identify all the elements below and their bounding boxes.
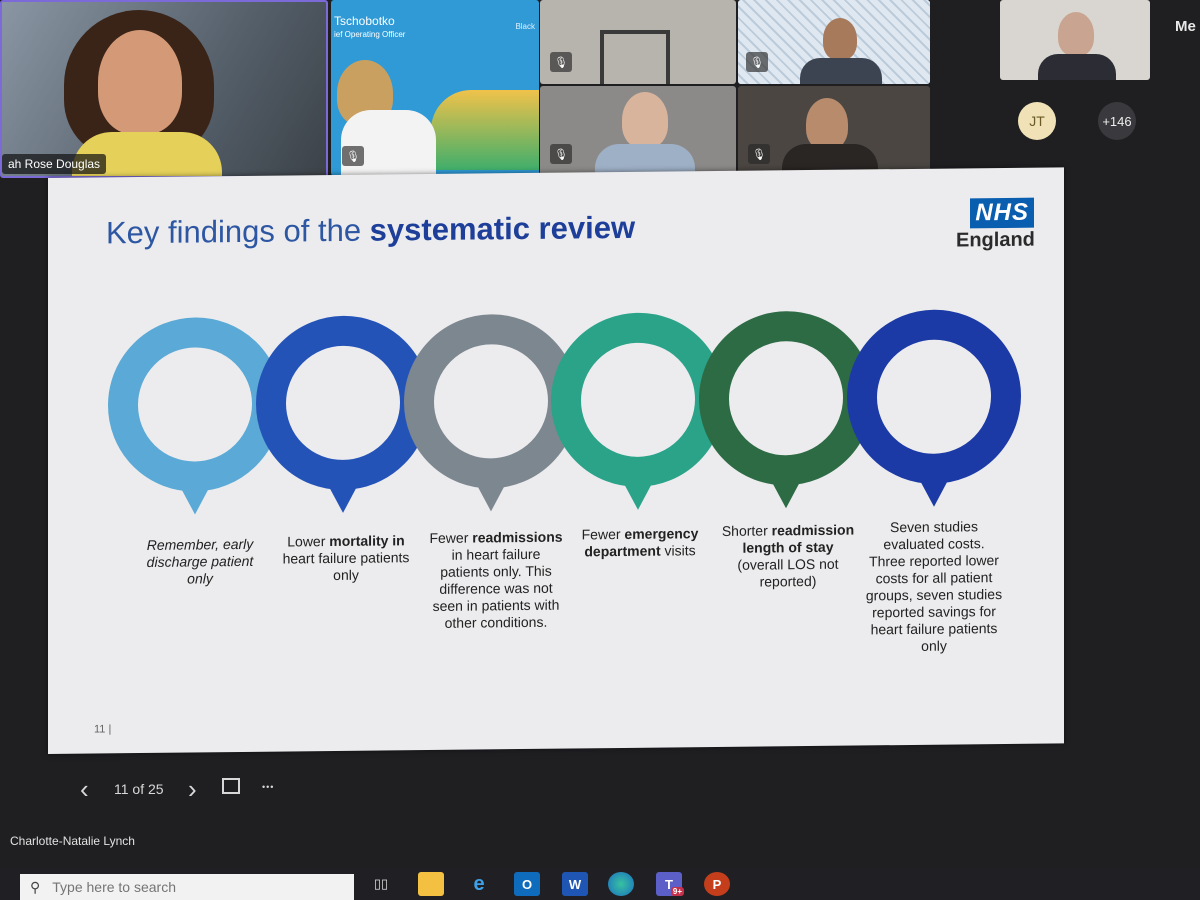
internet-explorer-icon[interactable]: e bbox=[473, 872, 485, 895]
participant-7-head bbox=[1058, 12, 1094, 56]
participant-3-doorframe bbox=[600, 30, 670, 84]
overflow-count: +146 bbox=[1102, 113, 1132, 129]
side-panel-label[interactable]: Me bbox=[1175, 18, 1196, 35]
outlook-icon[interactable]: O bbox=[514, 872, 540, 896]
finding-3-post: in heart failure patients only. This dif… bbox=[432, 545, 560, 631]
task-view-icon[interactable]: ▯▯ bbox=[373, 876, 389, 891]
finding-3: Fewer readmissions in heart failure pati… bbox=[428, 529, 564, 632]
ring-pointer bbox=[918, 476, 950, 507]
ring-pointer bbox=[770, 478, 802, 509]
participant-2-badge: Black bbox=[515, 22, 535, 31]
finding-ring-3 bbox=[404, 314, 578, 512]
finding-3-bold: readmissions bbox=[472, 528, 563, 546]
ring-circle bbox=[551, 312, 725, 487]
participant-tile-4[interactable]: 🎙 bbox=[738, 0, 930, 84]
finding-2: Lower mortality in heart failure patient… bbox=[278, 532, 414, 584]
finding-1: Remember, early discharge patient only bbox=[130, 536, 270, 588]
participant-4-body bbox=[800, 58, 882, 84]
previous-slide-button[interactable]: ‹ bbox=[80, 774, 89, 804]
finding-ring-6 bbox=[847, 309, 1021, 507]
search-icon: ⚲ bbox=[30, 878, 41, 895]
finding-2-post: heart failure patients only bbox=[282, 549, 410, 584]
taskbar-search-box[interactable]: ⚲ bbox=[20, 874, 354, 900]
avatar-jt[interactable]: JT bbox=[1018, 102, 1056, 140]
participant-tile-6[interactable]: 🎙 bbox=[738, 86, 930, 176]
participant-2-landscape bbox=[431, 90, 539, 170]
muted-mic-icon: 🎙 bbox=[748, 144, 770, 164]
ring-pointer bbox=[622, 479, 654, 510]
more-options-button[interactable]: ••• bbox=[262, 782, 275, 792]
finding-4-pre: Fewer bbox=[581, 525, 625, 543]
participant-2-role: ief Operating Officer bbox=[334, 30, 406, 39]
presenter-face bbox=[98, 30, 182, 134]
finding-3-pre: Fewer bbox=[429, 529, 473, 547]
muted-mic-icon: 🎙 bbox=[550, 52, 572, 72]
findings-rings bbox=[108, 309, 1021, 515]
finding-6-text: Seven studies evaluated costs. Three rep… bbox=[865, 518, 1003, 654]
finding-ring-1 bbox=[108, 317, 282, 515]
finding-ring-5 bbox=[699, 311, 873, 509]
grid-view-icon[interactable] bbox=[222, 778, 240, 794]
teams-notification-badge: 9+ bbox=[670, 887, 684, 896]
muted-mic-icon: 🎙 bbox=[342, 146, 364, 166]
finding-1-line-2: discharge patient bbox=[146, 552, 254, 570]
presenter-video-tile[interactable]: ah Rose Douglas bbox=[0, 0, 328, 178]
finding-5-pre: Shorter bbox=[721, 522, 772, 539]
more-participants-button[interactable]: +146 bbox=[1098, 102, 1136, 140]
ring-circle bbox=[256, 315, 430, 490]
participant-tile-5[interactable]: 🎙 bbox=[540, 86, 736, 176]
ring-circle bbox=[404, 314, 578, 489]
participant-tile-2[interactable]: Tschobotko ief Operating Officer Black 🎙 bbox=[331, 0, 539, 176]
edge-icon[interactable] bbox=[608, 872, 634, 896]
participant-2-body bbox=[341, 110, 436, 176]
ring-pointer bbox=[327, 482, 359, 513]
slide-number-text: 11 bbox=[94, 723, 106, 736]
avatar-initials: JT bbox=[1029, 113, 1045, 129]
finding-4-post: visits bbox=[660, 542, 696, 559]
word-icon[interactable]: W bbox=[562, 872, 588, 896]
finding-ring-4 bbox=[551, 312, 725, 510]
search-input[interactable] bbox=[50, 878, 315, 896]
presentation-slide: Key findings of the systematic review NH… bbox=[48, 167, 1064, 754]
participant-4-head bbox=[823, 18, 857, 60]
participant-tile-3[interactable]: 🎙 bbox=[540, 0, 736, 84]
ring-circle bbox=[699, 311, 873, 486]
muted-mic-icon: 🎙 bbox=[746, 52, 768, 72]
finding-1-line-3: only bbox=[187, 570, 213, 587]
ring-pointer bbox=[475, 481, 507, 512]
ring-pointer bbox=[179, 484, 211, 515]
ring-circle bbox=[847, 309, 1021, 484]
finding-5: Shorter readmission length of stay (over… bbox=[720, 522, 856, 591]
current-user-name: Charlotte-Natalie Lynch bbox=[10, 834, 135, 848]
finding-2-bold: mortality in bbox=[329, 532, 405, 550]
muted-mic-icon: 🎙 bbox=[550, 144, 572, 164]
finding-2-pre: Lower bbox=[287, 533, 330, 550]
powerpoint-icon[interactable]: P bbox=[704, 872, 730, 896]
file-explorer-icon[interactable] bbox=[418, 872, 444, 896]
finding-6: Seven studies evaluated costs. Three rep… bbox=[864, 518, 1004, 655]
next-slide-button[interactable]: › bbox=[188, 774, 197, 804]
finding-5-post: (overall LOS not reported) bbox=[737, 555, 839, 590]
ring-circle bbox=[108, 317, 282, 492]
participant-6-head bbox=[806, 98, 848, 150]
page-indicator: 11 of 25 bbox=[114, 781, 164, 797]
participant-5-head bbox=[622, 92, 668, 148]
finding-ring-2 bbox=[256, 315, 430, 513]
finding-1-line-1: Remember, early bbox=[146, 535, 254, 553]
slide-page-number: 11 | bbox=[94, 723, 112, 736]
participant-tile-7[interactable] bbox=[1000, 0, 1150, 80]
participant-7-body bbox=[1038, 54, 1116, 80]
finding-4: Fewer emergency department visits bbox=[574, 525, 706, 560]
presenter-name-label: ah Rose Douglas bbox=[2, 154, 107, 174]
participant-2-name: Tschobotko bbox=[334, 14, 395, 28]
